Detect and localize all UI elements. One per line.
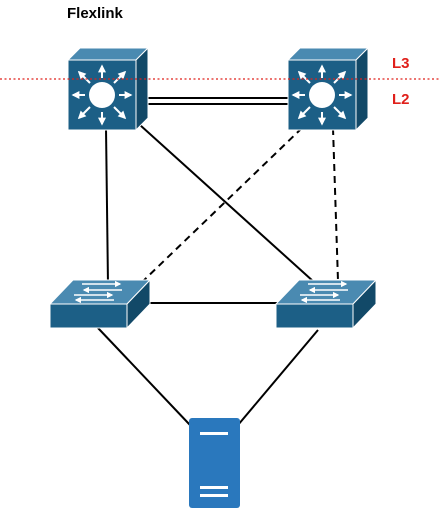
link-core-left-to-access-right [139,124,315,283]
links [97,97,339,426]
link-core-right-to-access-right [332,127,339,282]
link-core-left-to-access-left [105,127,109,286]
layer-label-l3: L3 [392,55,410,72]
router-arrows-icon [71,64,133,126]
diagram-title: Flexlink [67,5,124,22]
router-core-icon [309,82,335,108]
link-core-right-to-access-left [139,127,303,285]
link-access-right-to-server [237,329,319,426]
server [189,418,240,508]
server-icon [189,418,240,508]
link-access-left-to-server [97,327,191,426]
access-switch-left [48,278,152,330]
core-switch-right [286,46,370,132]
router-arrows-icon [291,64,353,126]
router-core-icon [89,82,115,108]
switch-arrows-icon [300,280,348,304]
core-switch-left [66,46,150,132]
switch-arrows-icon [74,280,122,304]
access-switch-right [274,278,378,330]
layer-label-l2: L2 [392,91,410,108]
